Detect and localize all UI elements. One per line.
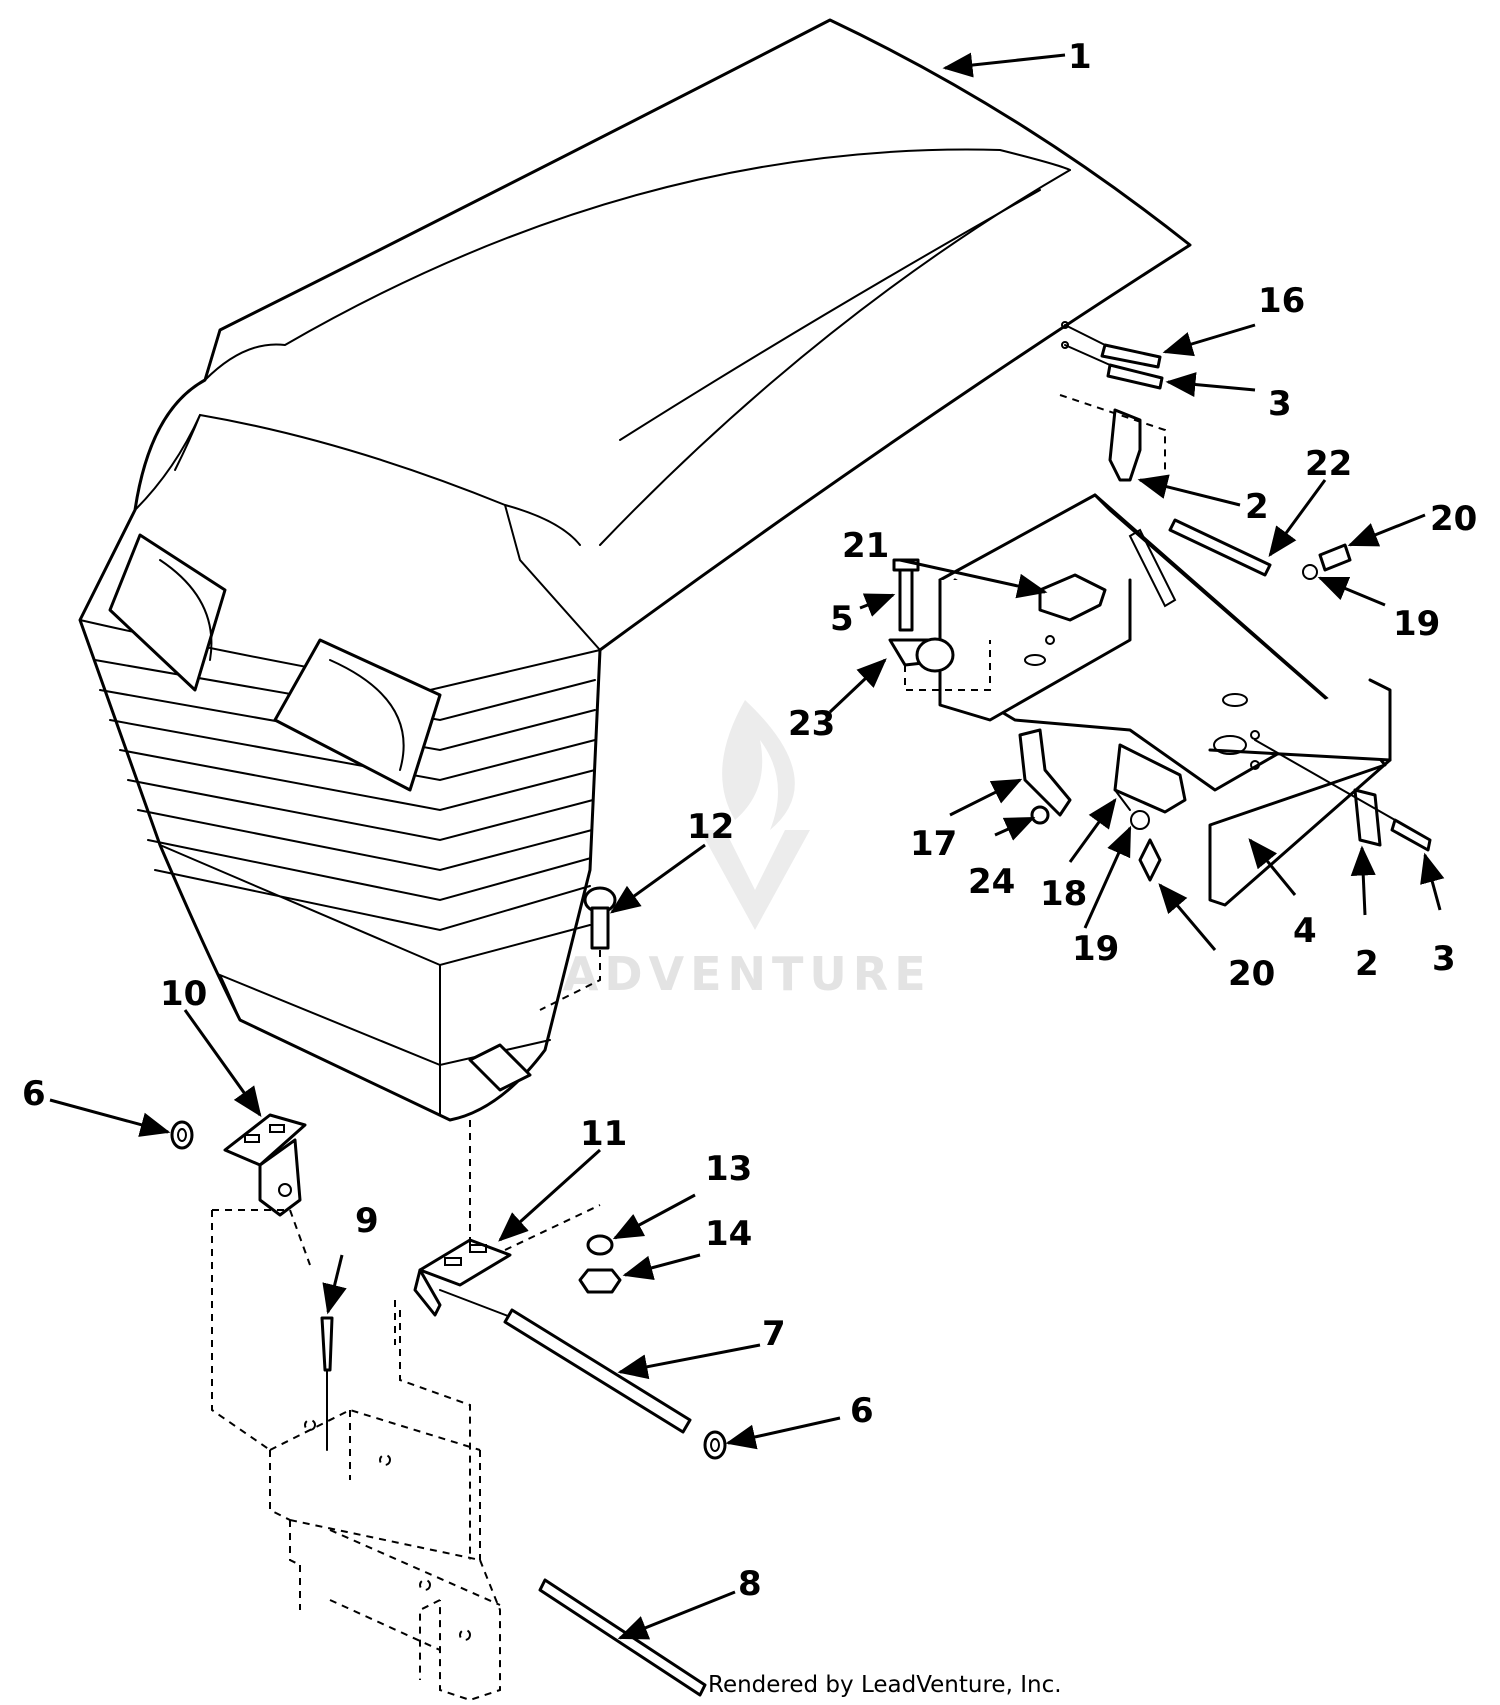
callout-11: 11: [580, 1114, 627, 1154]
callout-22: 22: [1305, 444, 1352, 484]
callout-9: 9: [355, 1201, 379, 1241]
bolt-12: [539, 886, 617, 1011]
credit-text: Rendered by LeadVenture, Inc.: [708, 1672, 1062, 1698]
callout-6-left: 6: [22, 1074, 46, 1114]
cotter-pin-9: [320, 1316, 334, 1451]
latch-upper: [1059, 394, 1166, 482]
grille-slats: [94, 659, 596, 967]
callout-8: 8: [738, 1564, 762, 1604]
spring: [1168, 518, 1272, 577]
leader-lines: [49, 52, 1445, 1640]
callout-3-top: 3: [1268, 384, 1292, 424]
pin-lower: [1254, 739, 1432, 852]
plate-17: [1018, 728, 1072, 817]
callout-20-top: 20: [1430, 499, 1477, 539]
screw-upper: [1302, 543, 1352, 580]
nut-24: [1030, 805, 1050, 825]
bracket-10: [212, 1113, 311, 1266]
callout-20-bottom: 20: [1228, 954, 1275, 994]
callout-5: 5: [830, 599, 854, 639]
frame-phantom: [211, 1210, 501, 1702]
callout-14: 14: [705, 1214, 752, 1254]
callout-3-bottom: 3: [1432, 939, 1456, 979]
callout-19-top: 19: [1393, 604, 1440, 644]
washer-6-left: [170, 1120, 194, 1150]
callout-6-right: 6: [850, 1391, 874, 1431]
callout-17: 17: [910, 824, 957, 864]
bracket-11: [413, 1120, 601, 1317]
left-headlight: [108, 533, 227, 692]
callout-labels: 1 16 3 2 22 20 21 5 19 23 17 24 18 19 20…: [22, 37, 1477, 1604]
clip-block: [1038, 573, 1107, 622]
washer-6-right: [703, 1430, 727, 1460]
callout-16: 16: [1258, 281, 1305, 321]
nut-14: [578, 1268, 622, 1294]
clip-lower: [1353, 788, 1382, 847]
screw-lower: [1130, 810, 1162, 882]
knob-23: [888, 637, 991, 691]
latch-18: [1113, 743, 1187, 814]
callout-21: 21: [842, 526, 889, 566]
callout-24: 24: [968, 862, 1015, 902]
right-headlight: [273, 638, 442, 792]
callout-7: 7: [762, 1314, 786, 1354]
callout-13: 13: [705, 1149, 752, 1189]
hinge-pins: [1061, 321, 1164, 390]
bolt-5: [892, 558, 920, 632]
callout-23: 23: [788, 704, 835, 744]
callout-2-top: 2: [1245, 487, 1269, 527]
washer-13: [586, 1234, 614, 1256]
callout-19-bottom: 19: [1072, 929, 1119, 969]
callout-1: 1: [1068, 37, 1092, 77]
hood: [78, 18, 1192, 1122]
callout-2-bottom: 2: [1355, 944, 1379, 984]
callout-4: 4: [1293, 911, 1317, 951]
callout-18: 18: [1040, 874, 1087, 914]
callout-10: 10: [160, 974, 207, 1014]
rod-7: [439, 1289, 692, 1434]
callout-12: 12: [687, 807, 734, 847]
